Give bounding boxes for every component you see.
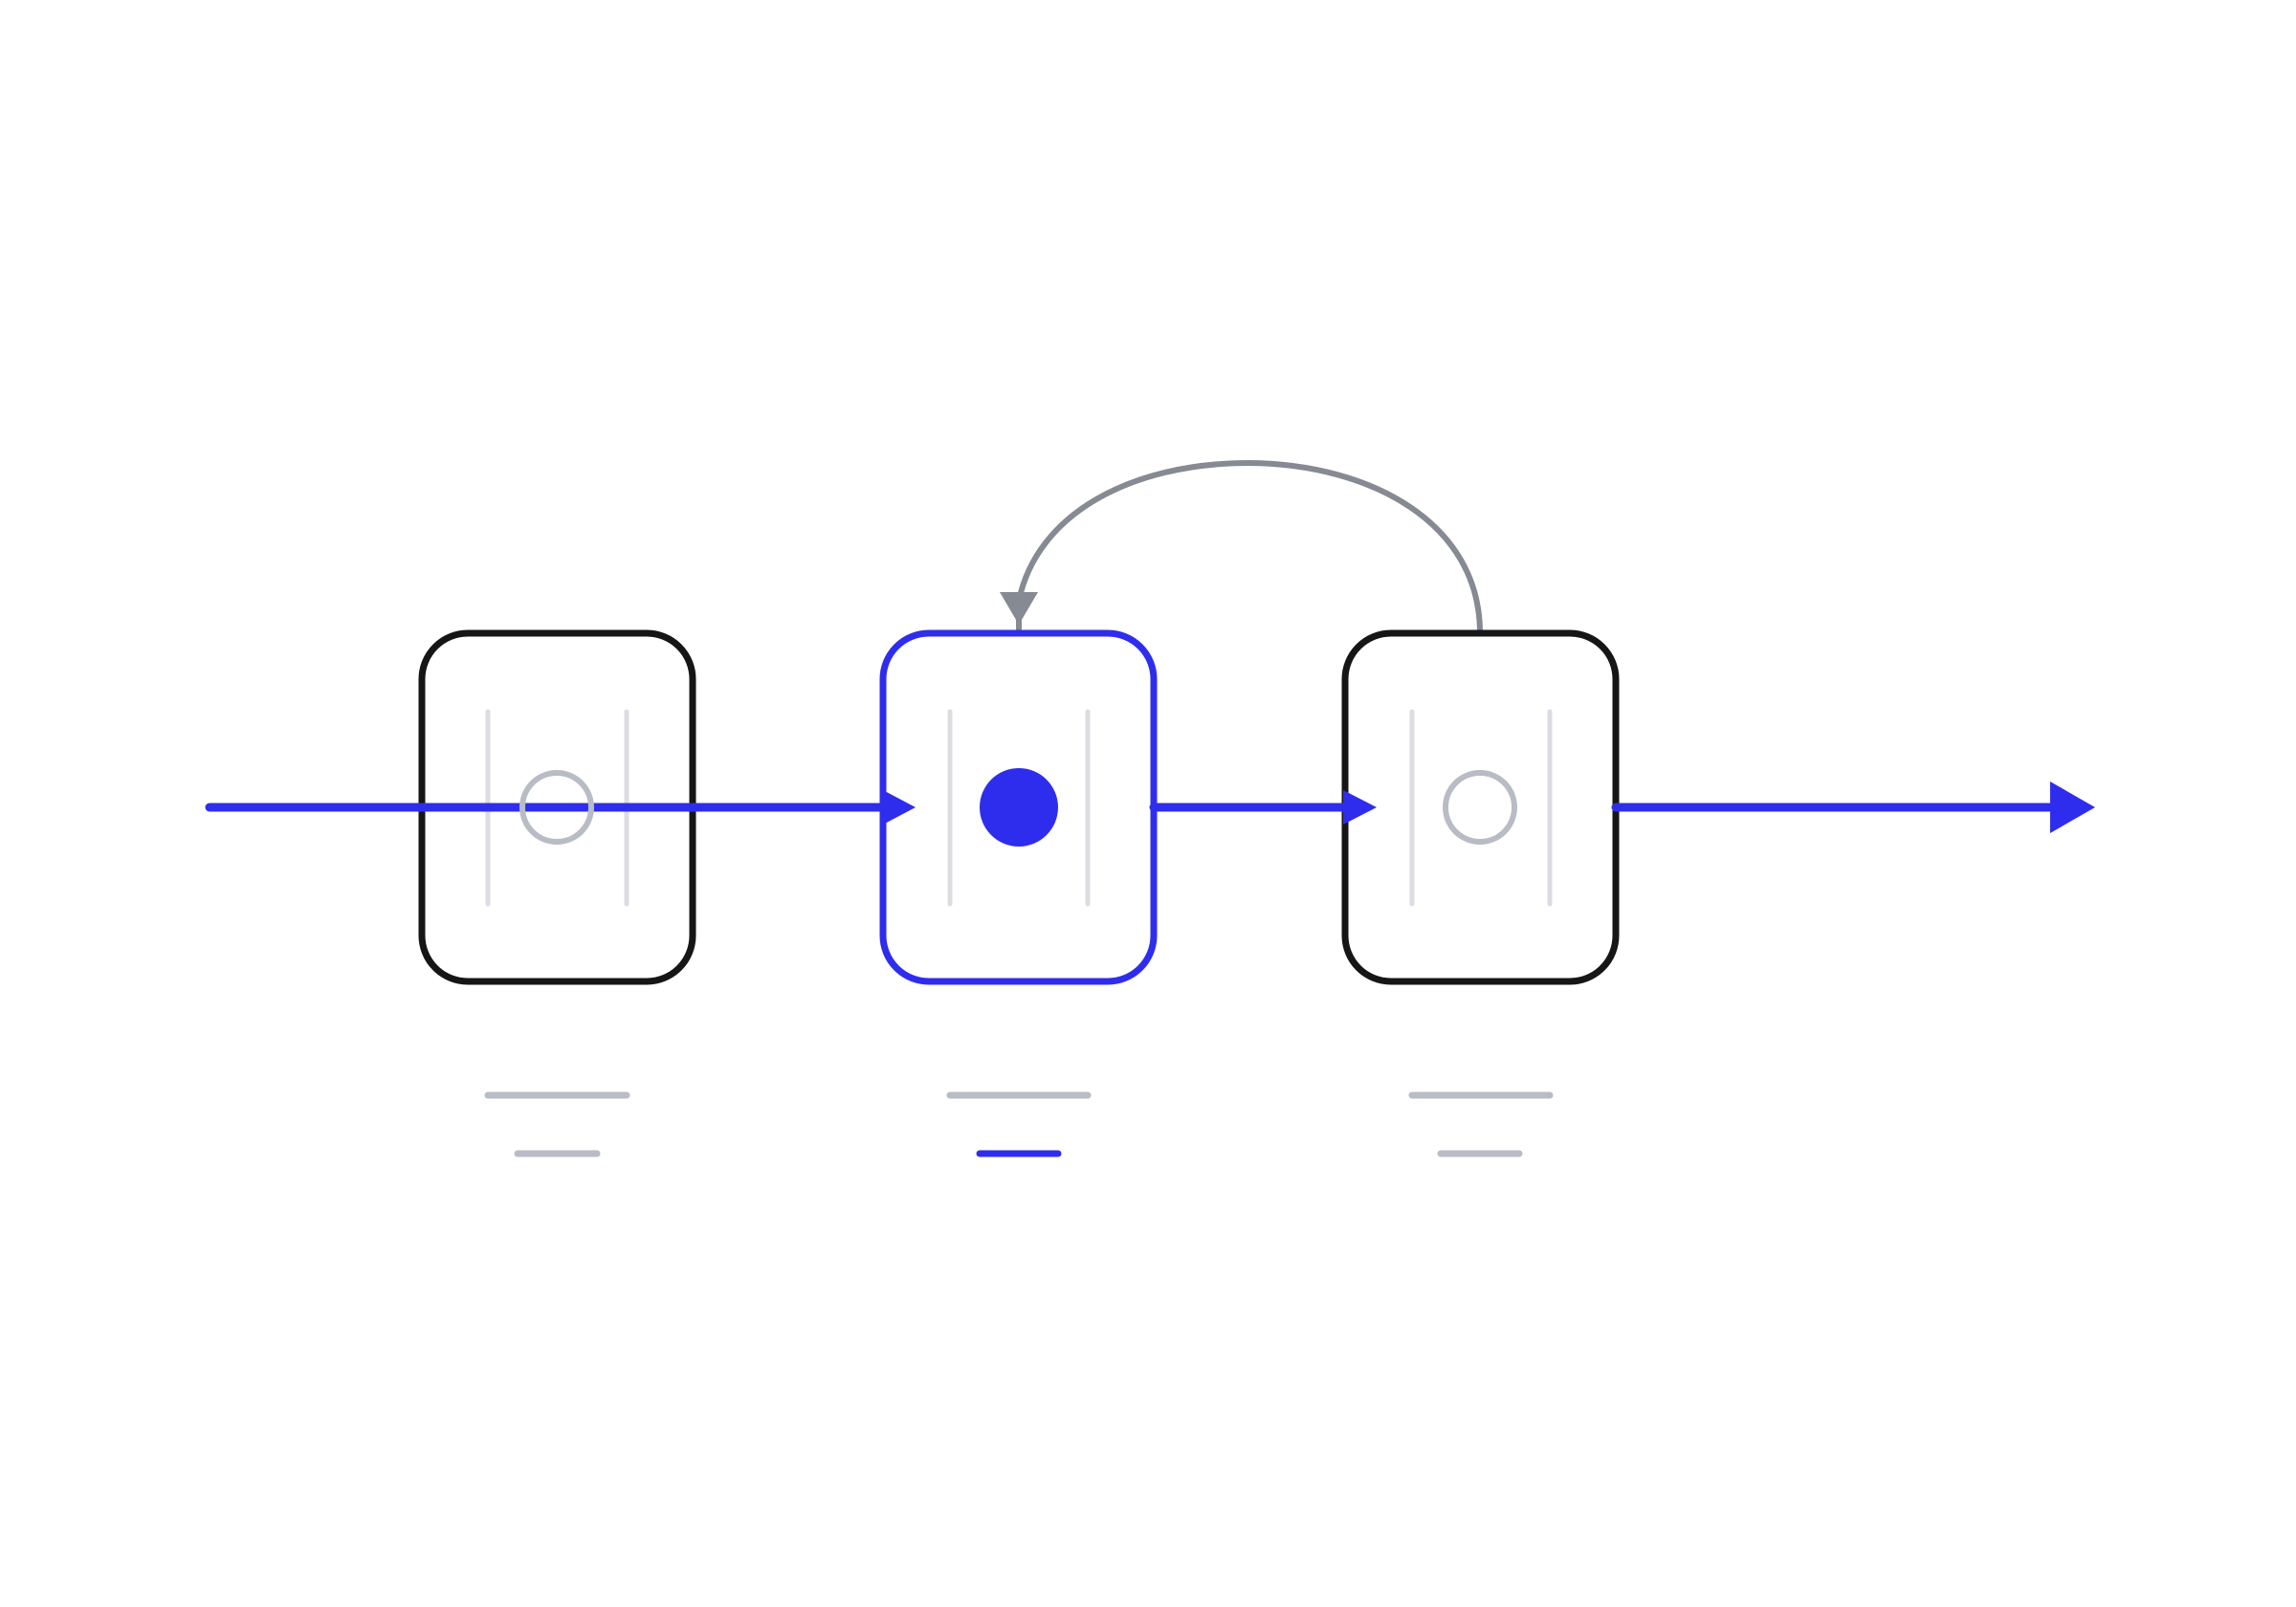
feedback-arrowhead-icon	[1000, 592, 1038, 625]
stage-2-caption	[946, 1091, 1092, 1157]
flow-arrowhead-icon	[1343, 790, 1377, 825]
stage-node-2	[879, 629, 1158, 985]
filled-dot-icon	[980, 768, 1058, 847]
stage-3-caption	[1408, 1091, 1554, 1157]
hollow-circle-icon	[1443, 770, 1517, 845]
stage-node-3-box	[1341, 629, 1620, 985]
stage-1-caption	[484, 1091, 630, 1157]
feedback-loop-arc	[1016, 459, 1483, 636]
flow-arrowhead-icon	[883, 790, 916, 825]
stage-node-3	[1341, 629, 1620, 985]
output-arrowhead-icon	[2050, 781, 2095, 833]
hollow-circle-icon	[519, 770, 594, 845]
